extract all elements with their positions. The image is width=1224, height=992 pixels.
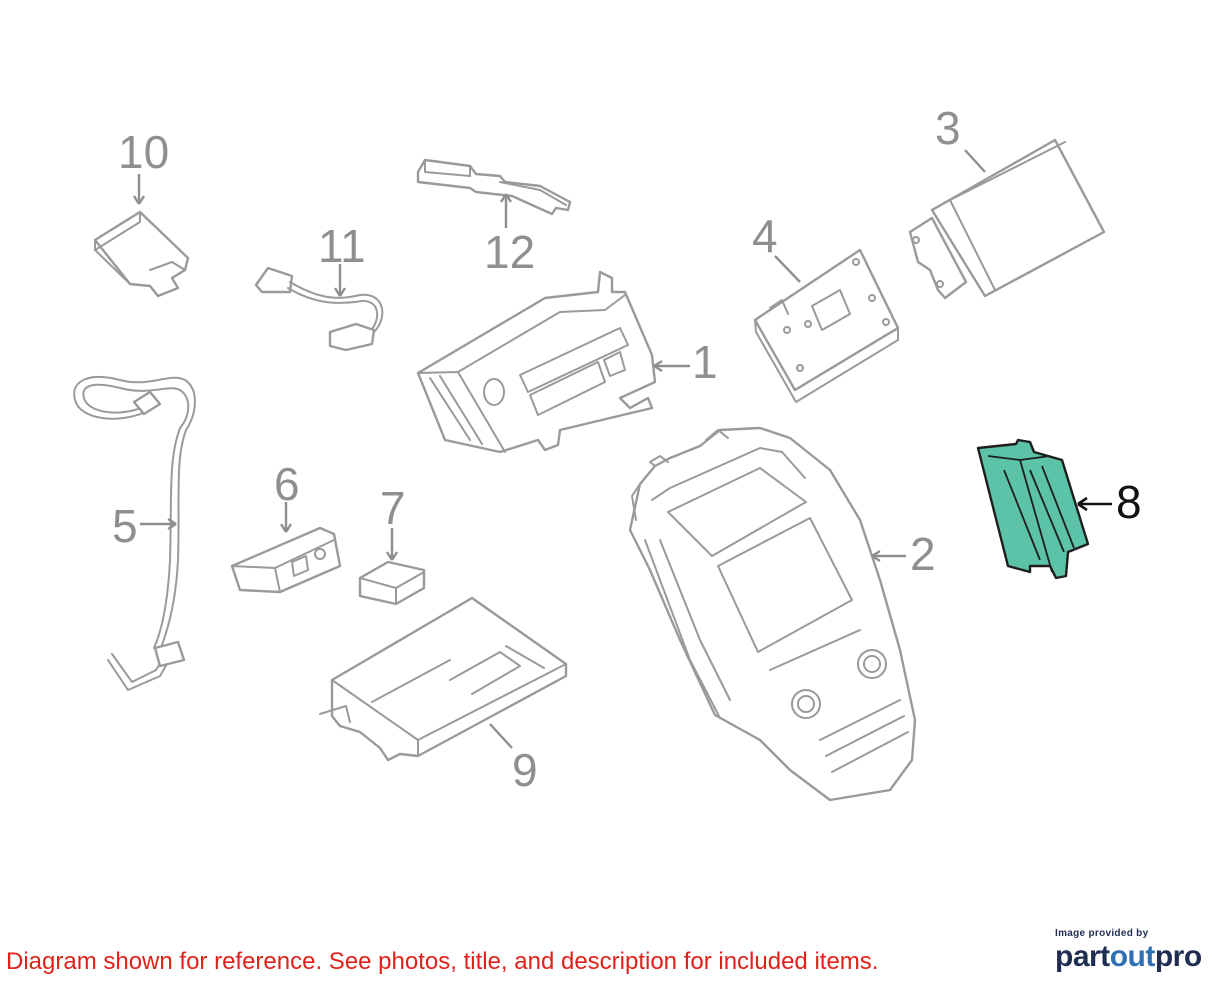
part-2[interactable]: [628, 426, 917, 802]
parts-diagram: 1 4 3 5: [73, 102, 1142, 802]
callout-7: 7: [380, 482, 406, 534]
part-6[interactable]: [230, 526, 342, 594]
callout-9: 9: [512, 744, 538, 796]
callout-8: 8: [1116, 476, 1142, 528]
logo-text-pro: pro: [1154, 940, 1202, 973]
partoutpro-logo[interactable]: partoutpro: [1055, 940, 1205, 974]
part-5[interactable]: [73, 375, 196, 691]
disclaimer-text: Diagram shown for reference. See photos,…: [6, 948, 879, 975]
credit-caption: Image provided by: [1055, 928, 1149, 939]
part-10[interactable]: [93, 210, 190, 298]
callout-5: 5: [112, 500, 138, 552]
logo-text-part: part: [1055, 940, 1110, 973]
part-7[interactable]: [358, 560, 426, 606]
image-credit: Image provided by partoutpro: [1055, 928, 1205, 974]
callout-2: 2: [910, 528, 936, 580]
callout-12: 12: [484, 226, 535, 278]
callout-1: 1: [692, 336, 718, 388]
part-11[interactable]: [254, 266, 384, 352]
callout-3: 3: [935, 102, 961, 154]
part-9[interactable]: [319, 596, 568, 762]
callout-6: 6: [274, 458, 300, 510]
part-1[interactable]: [416, 270, 657, 454]
part-3[interactable]: [908, 138, 1106, 300]
callout-11: 11: [318, 220, 366, 272]
part-8[interactable]: [976, 438, 1090, 580]
part-12[interactable]: [416, 158, 572, 216]
part-4[interactable]: [753, 248, 900, 403]
callout-4: 4: [752, 210, 778, 262]
logo-text-out: out: [1109, 940, 1156, 973]
callout-10: 10: [118, 126, 169, 178]
